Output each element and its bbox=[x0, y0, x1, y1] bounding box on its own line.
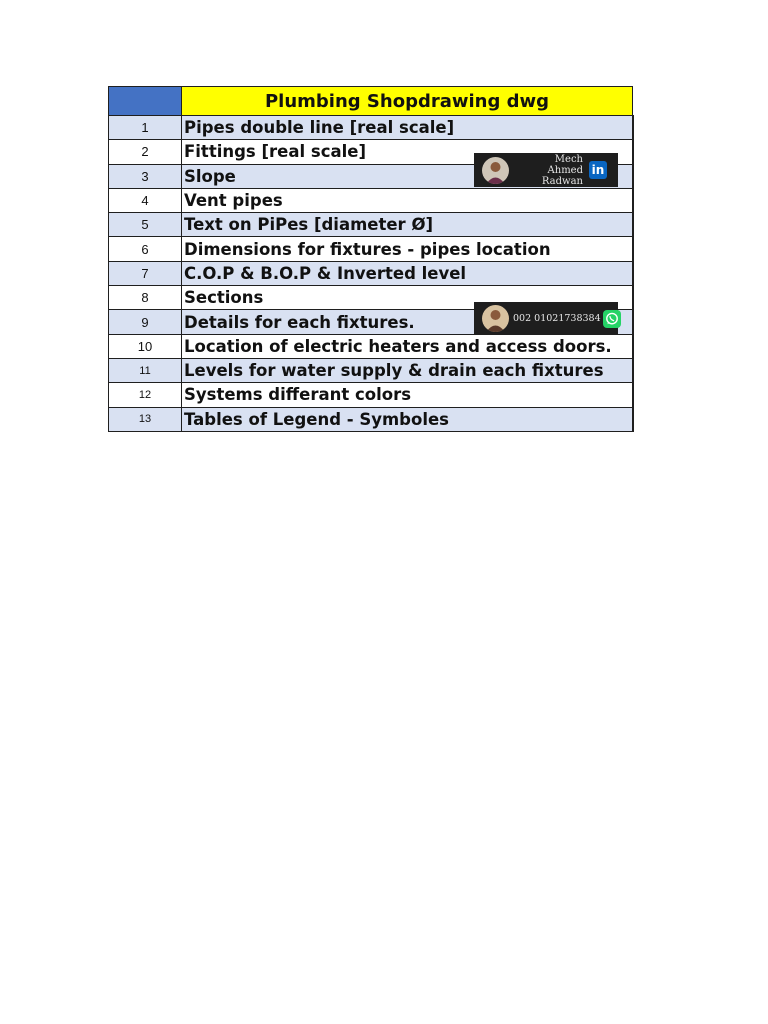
linkedin-contact-badge[interactable]: Mech Ahmed Radwan in bbox=[474, 153, 618, 187]
row-number: 2 bbox=[108, 139, 182, 165]
table-row: 11 Levels for water supply & drain each … bbox=[108, 357, 634, 384]
table-row: 12 Systems differant colors bbox=[108, 382, 634, 408]
row-number: 4 bbox=[108, 187, 182, 214]
row-number: 3 bbox=[108, 163, 182, 189]
table-header-row: Plumbing Shopdrawing dwg bbox=[108, 86, 633, 116]
row-number: 11 bbox=[108, 357, 182, 384]
phone-number: 002 01021738384 bbox=[513, 313, 601, 324]
table-title: Plumbing Shopdrawing dwg bbox=[181, 86, 633, 116]
row-number: 13 bbox=[108, 406, 182, 432]
row-number: 10 bbox=[108, 333, 182, 359]
table-row: 13 Tables of Legend - Symboles bbox=[108, 406, 634, 432]
row-text: Location of electric heaters and access … bbox=[181, 333, 634, 359]
row-number: 8 bbox=[108, 285, 182, 311]
row-text: Vent pipes bbox=[181, 187, 634, 214]
row-number: 1 bbox=[108, 114, 182, 141]
row-text: Dimensions for fixtures - pipes location bbox=[181, 236, 634, 262]
table-row: 6 Dimensions for fixtures - pipes locati… bbox=[108, 236, 634, 262]
table-row: 10 Location of electric heaters and acce… bbox=[108, 333, 634, 359]
row-text: Fittings [real scale] bbox=[181, 139, 634, 165]
row-number: 7 bbox=[108, 260, 182, 287]
row-text: C.O.P & B.O.P & Inverted level bbox=[181, 260, 634, 287]
row-number: 6 bbox=[108, 236, 182, 262]
row-number: 12 bbox=[108, 382, 182, 408]
row-text: Levels for water supply & drain each fix… bbox=[181, 357, 634, 384]
avatar bbox=[482, 305, 509, 332]
whatsapp-contact-badge[interactable]: 002 01021738384 bbox=[474, 302, 621, 335]
row-text: Pipes double line [real scale] bbox=[181, 114, 634, 141]
row-number: 5 bbox=[108, 212, 182, 238]
contact-name: Mech Ahmed Radwan bbox=[541, 153, 583, 187]
plumbing-checklist-table: Plumbing Shopdrawing dwg 1 Pipes double … bbox=[108, 86, 634, 432]
table-row: 5 Text on PiPes [diameter Ø] bbox=[108, 212, 634, 238]
table-row: 8 Sections bbox=[108, 285, 634, 311]
table-row: 2 Fittings [real scale] bbox=[108, 139, 634, 165]
table-row: 7 C.O.P & B.O.P & Inverted level bbox=[108, 260, 634, 287]
table-row: 4 Vent pipes bbox=[108, 187, 634, 214]
whatsapp-icon bbox=[602, 309, 621, 328]
avatar bbox=[482, 156, 509, 184]
row-text: Systems differant colors bbox=[181, 382, 634, 408]
table-row: 1 Pipes double line [real scale] bbox=[108, 114, 634, 141]
row-text: Tables of Legend - Symboles bbox=[181, 406, 634, 432]
header-number-cell bbox=[108, 86, 182, 116]
row-number: 9 bbox=[108, 309, 182, 335]
linkedin-icon: in bbox=[589, 161, 607, 179]
row-text: Text on PiPes [diameter Ø] bbox=[181, 212, 634, 238]
